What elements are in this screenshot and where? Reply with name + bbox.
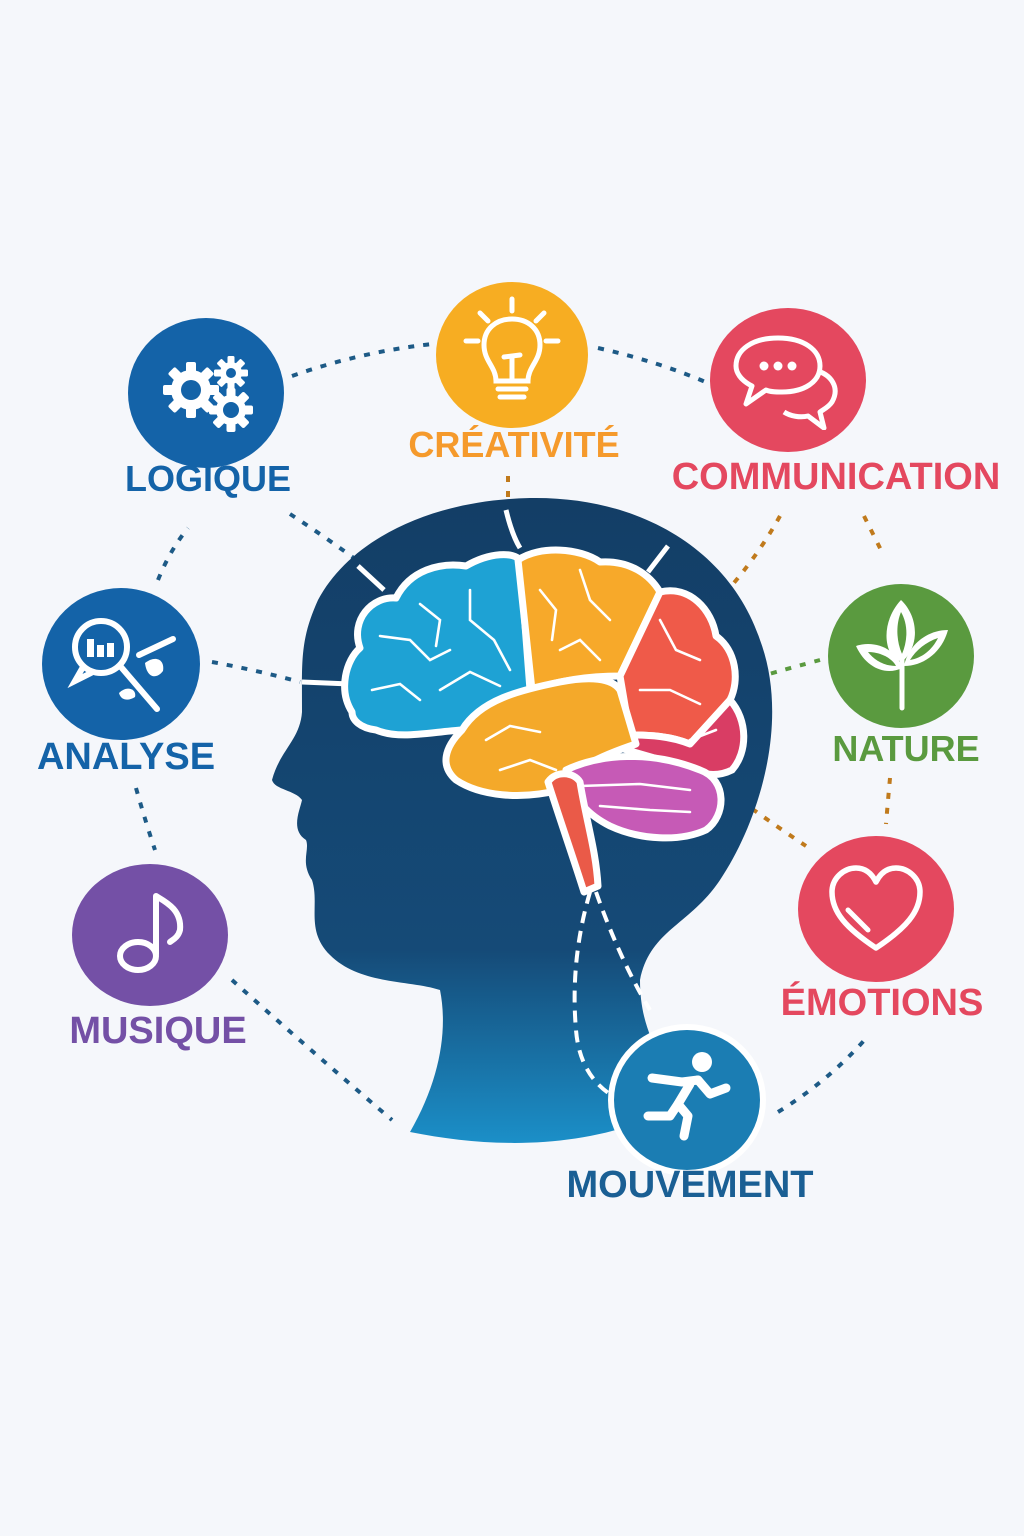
connector-logique-creativite (291, 342, 433, 378)
heart-icon (829, 865, 923, 951)
music-note-icon (117, 893, 184, 973)
mouvement-label: MOUVEMENT (566, 1164, 814, 1206)
connector-nature-emotions (884, 777, 892, 825)
connector-logique-analyse (156, 526, 190, 581)
logique-circle (128, 318, 284, 468)
communication-circle (710, 308, 866, 452)
analyse-label: ANALYSE (36, 736, 216, 778)
connector-analyse-head (211, 660, 301, 684)
brain-cerebellum (562, 753, 725, 842)
gears-icon (163, 356, 253, 432)
lightbulb-icon (463, 296, 561, 400)
connector-musique-head (230, 978, 394, 1122)
creativite-label: CRÉATIVITÉ (408, 424, 620, 465)
musique-label: MUSIQUE (69, 1010, 247, 1052)
magnifier-chart-icon (67, 618, 176, 712)
connector-logique-head (288, 512, 372, 572)
analyse-circle (42, 588, 200, 740)
logique-label: LOGIQUE (124, 458, 292, 499)
nature-circle (828, 584, 974, 728)
chat-bubbles-icon (733, 335, 838, 430)
connector-nature-brain (747, 658, 821, 682)
connector-creativite-communication (597, 346, 711, 386)
nature-label: NATURE (832, 728, 980, 769)
mouvement-circle (608, 1024, 766, 1176)
spinal-dashed-path-2 (594, 891, 652, 1012)
running-figure-icon (643, 1052, 731, 1141)
musique-circle (72, 864, 228, 1006)
brain (341, 546, 748, 896)
emotions-label: ÉMOTIONS (780, 982, 984, 1024)
brain-brainstem (544, 770, 602, 896)
leaf-sprout-icon (856, 600, 948, 711)
creativite-circle (436, 282, 588, 428)
brain-gyri-lines (370, 568, 718, 814)
connector-analyse-musique (134, 787, 157, 851)
connector-mouvement-emotions (776, 1034, 870, 1114)
communication-label: COMMUNICATION (671, 456, 1001, 498)
emotions-circle (798, 836, 954, 982)
connector-communication-nature (862, 515, 886, 557)
